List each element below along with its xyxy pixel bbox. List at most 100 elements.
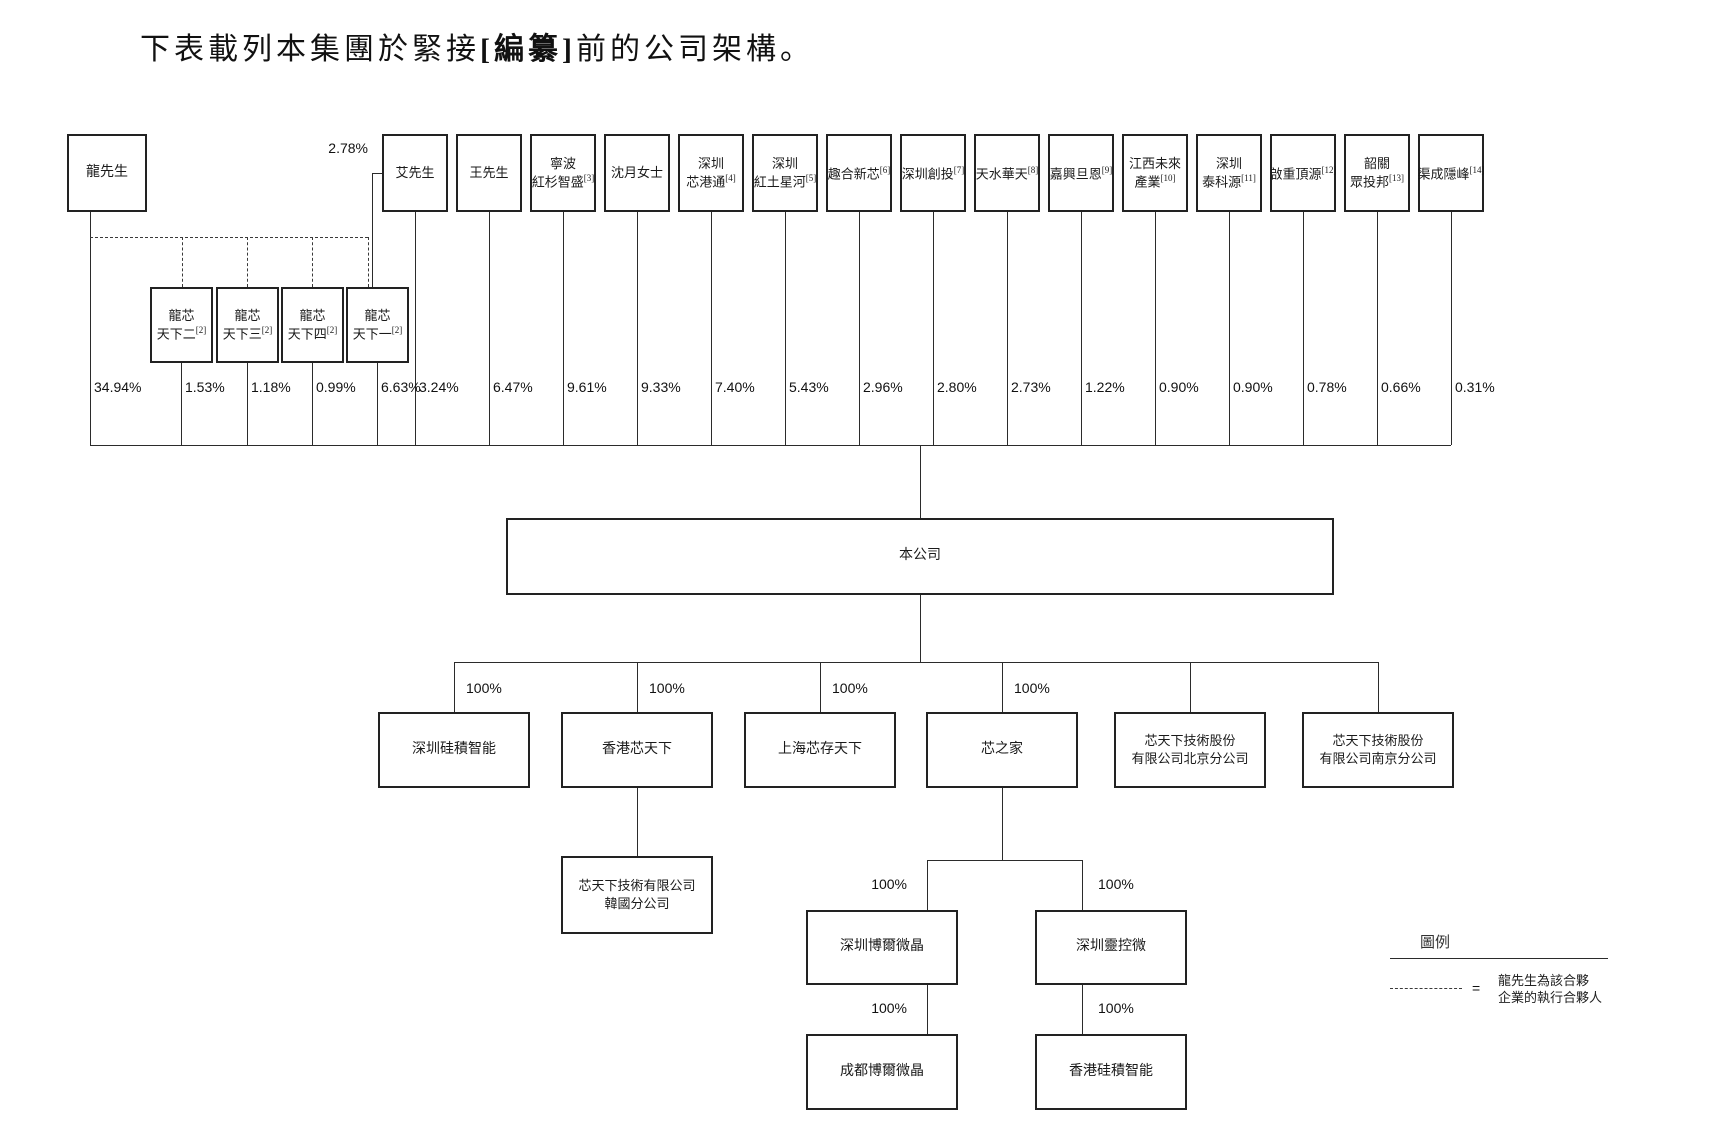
connector-line	[372, 173, 382, 174]
label: 芯之家	[981, 741, 1023, 757]
label: 上海芯存天下	[778, 741, 862, 757]
connector-line	[1155, 212, 1156, 445]
partnership-box-lxtx3: 龍芯 天下三[2]	[216, 287, 279, 363]
label: 龍芯	[299, 307, 326, 323]
ownership-percent-label: 9.61%	[567, 379, 607, 395]
label: 天水華天[8]	[975, 164, 1039, 181]
connector-line	[454, 662, 1378, 663]
label: 天下三[2]	[222, 325, 273, 342]
ownership-percent-label: 100%	[649, 680, 685, 696]
connector-line	[927, 860, 1082, 861]
label: 龍芯	[168, 307, 195, 323]
connector-line	[785, 212, 786, 445]
ownership-percent-label: 1.53%	[185, 379, 225, 395]
label: 龍先生	[86, 164, 128, 180]
ownership-percent-label: 6.63%	[381, 379, 421, 395]
connector-line	[933, 212, 934, 445]
title-bold: [編纂]	[480, 33, 576, 66]
connector-line	[1377, 212, 1378, 445]
connector-line	[637, 788, 638, 856]
shareholder-box-qizhongdingyuan: 啟重頂源[12]	[1269, 134, 1337, 212]
connector-line	[1229, 212, 1230, 445]
ownership-percent-label: 1.22%	[1085, 379, 1125, 395]
ownership-percent-label: 100%	[871, 1000, 907, 1016]
connector-line	[927, 985, 928, 1034]
connector-line	[312, 363, 313, 445]
label: 龍芯	[364, 307, 391, 323]
label: 深圳	[697, 155, 724, 171]
connector-line	[637, 212, 638, 445]
subsidiary-box-hkguiji: 香港硅積智能	[1035, 1034, 1187, 1110]
label: 眾投邦[13]	[1349, 173, 1404, 190]
ownership-percent-label: 0.78%	[1307, 379, 1347, 395]
ownership-percent-label: 34.94%	[94, 379, 142, 395]
legend-text-line: 企業的執行合夥人	[1498, 990, 1603, 1005]
connector-line	[90, 212, 91, 445]
ownership-percent-label: 6.47%	[493, 379, 533, 395]
shareholder-box-tianshuihuatian: 天水華天[8]	[974, 134, 1040, 212]
connector-line	[711, 212, 712, 445]
legend-text-line: 龍先生為該合夥	[1498, 973, 1590, 988]
label: 香港芯天下	[602, 741, 672, 757]
label: 渠成隱峰[14]	[1417, 164, 1485, 181]
label: 韓國分公司	[604, 896, 670, 911]
label: 深圳	[771, 155, 798, 171]
connector-line	[920, 445, 921, 518]
subsidiary-box-hkxintianxia: 香港芯天下	[561, 712, 713, 788]
legend-divider	[1390, 958, 1608, 959]
ownership-percent-label: 7.40%	[715, 379, 755, 395]
connector-line	[1081, 212, 1082, 445]
connector-line	[181, 363, 182, 445]
subsidiary-box-cdboer: 成都博爾微晶	[806, 1034, 958, 1110]
partnership-box-lxtx2: 龍芯 天下二[2]	[150, 287, 213, 363]
subsidiary-box-shxincun: 上海芯存天下	[744, 712, 896, 788]
legend-title: 圖例	[1420, 935, 1451, 951]
connector-line	[454, 662, 455, 712]
connector-line	[1190, 662, 1191, 712]
connector-line-dashed	[368, 237, 369, 287]
shareholder-box-hongtuxinghe: 深圳 紅土星河[5]	[752, 134, 818, 212]
connector-line	[563, 212, 564, 445]
partnership-box-lxtx4: 龍芯 天下四[2]	[281, 287, 344, 363]
ownership-percent-label: 0.90%	[1159, 379, 1199, 395]
connector-line	[1082, 985, 1083, 1034]
shareholder-box-jiaxingdanen: 嘉興旦恩[9]	[1048, 134, 1114, 212]
label: 深圳靈控微	[1076, 939, 1146, 955]
ownership-percent-label: 2.78%	[328, 140, 368, 156]
connector-line	[489, 212, 490, 445]
connector-line	[247, 363, 248, 445]
label: 王先生	[469, 165, 509, 181]
subsidiary-box-nanjing-branch: 芯天下技術股份 有限公司南京分公司	[1302, 712, 1454, 788]
label: 天下四[2]	[287, 325, 338, 342]
ownership-percent-label: 2.73%	[1011, 379, 1051, 395]
connector-line-dashed	[247, 237, 248, 287]
shareholder-box-long: 龍先生	[67, 134, 147, 212]
label: 紅杉智盛[3]	[531, 173, 595, 190]
connector-line	[1002, 788, 1003, 860]
label: 深圳硅積智能	[412, 741, 496, 757]
connector-line	[415, 212, 416, 445]
connector-line	[1378, 662, 1379, 712]
shareholder-box-ai: 艾先生	[382, 134, 448, 212]
shareholder-box-qucheng: 渠成隱峰[14]	[1417, 134, 1485, 212]
label: 產業[10]	[1134, 173, 1176, 190]
label: 泰科源[11]	[1202, 173, 1256, 190]
legend-equals: =	[1472, 980, 1481, 996]
ownership-percent-label: 1.18%	[251, 379, 291, 395]
connector-line	[90, 445, 1451, 446]
shareholder-box-taikeyuan: 深圳 泰科源[11]	[1196, 134, 1262, 212]
label: 龍芯	[234, 307, 261, 323]
ownership-percent-label: 100%	[871, 876, 907, 892]
ownership-percent-label: 100%	[1098, 1000, 1134, 1016]
label: 江西未來	[1128, 155, 1181, 171]
shareholder-box-wang: 王先生	[456, 134, 522, 212]
connector-line	[1303, 212, 1304, 445]
ownership-percent-label: 0.90%	[1233, 379, 1273, 395]
shareholder-box-xingangtong: 深圳 芯港通[4]	[678, 134, 744, 212]
label: 趣合新芯[6]	[827, 164, 891, 181]
shareholder-box-jiangxiweilai: 江西未來 產業[10]	[1122, 134, 1188, 212]
label: 啟重頂源[12]	[1269, 164, 1337, 181]
ownership-percent-label: 2.80%	[937, 379, 977, 395]
connector-line-dashed	[312, 237, 313, 287]
title-post: 前的公司架構。	[575, 33, 814, 66]
